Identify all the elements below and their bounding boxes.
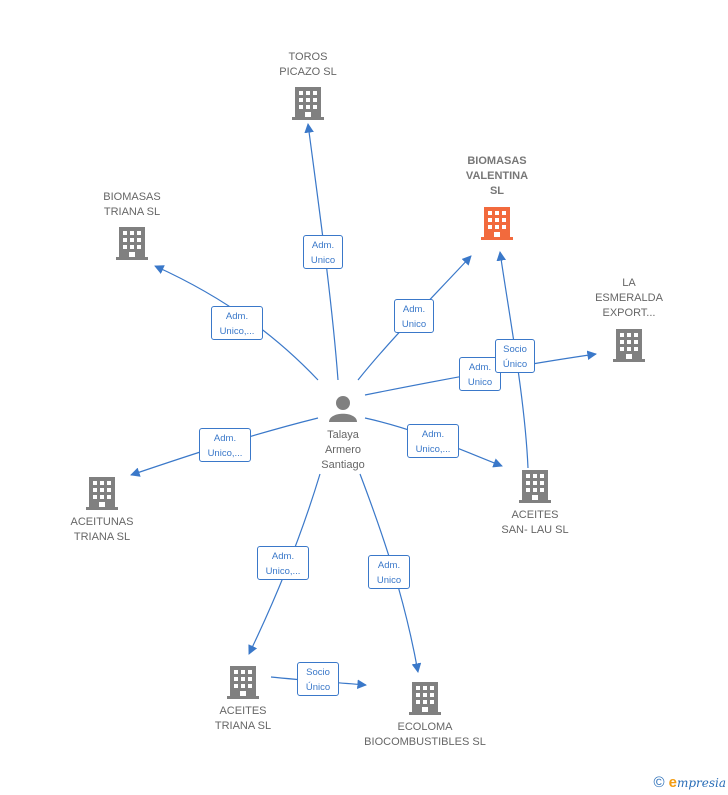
company-label-ecoloma[interactable]: ECOLOMA BIOCOMBUSTIBLES SL: [364, 721, 486, 748]
person-label[interactable]: Talaya Armero Santiago: [321, 429, 365, 471]
company-label-toros[interactable]: TOROS PICAZO SL: [279, 51, 337, 78]
relation-label-r-toros[interactable]: Adm. Unico: [303, 235, 343, 269]
building-icon-la-esmeralda[interactable]: [613, 329, 645, 362]
building-icon-biomasas-triana[interactable]: [116, 227, 148, 260]
company-label-biomasas-triana[interactable]: BIOMASAS TRIANA SL: [103, 191, 161, 218]
building-icon-aceites-triana[interactable]: [227, 666, 259, 699]
relation-label-r-socio-ecoloma[interactable]: Socio Único: [297, 662, 339, 696]
relation-label-r-aceites-san-lau[interactable]: Adm. Unico,...: [407, 424, 459, 458]
relation-label-r-aceitunas-triana[interactable]: Adm. Unico,...: [199, 428, 251, 462]
relation-label-r-la-esmeralda[interactable]: Adm. Unico: [459, 357, 501, 391]
building-icon-aceitunas-triana[interactable]: [86, 477, 118, 510]
relation-label-r-biomasas-triana[interactable]: Adm. Unico,...: [211, 306, 263, 340]
building-icon-toros[interactable]: [292, 87, 324, 120]
company-label-aceitunas-triana[interactable]: ACEITUNAS TRIANA SL: [70, 516, 134, 543]
building-icon-ecoloma[interactable]: [409, 682, 441, 715]
copyright-symbol: ©: [653, 774, 665, 791]
brand-initial: e: [668, 774, 677, 791]
relation-label-r-socio-valentina[interactable]: Socio Único: [495, 339, 535, 373]
edges: [130, 123, 597, 690]
building-icon-biomasas-valentina[interactable]: [481, 207, 513, 240]
company-label-aceites-triana[interactable]: ACEITES TRIANA SL: [214, 705, 272, 732]
person-icon[interactable]: [329, 396, 357, 422]
brand-name: mpresia: [676, 776, 726, 790]
company-label-aceites-san-lau[interactable]: ACEITES SAN- LAU SL: [501, 509, 569, 536]
footer-brand[interactable]: ©empresia: [654, 774, 726, 791]
nodes: [86, 87, 645, 715]
company-label-la-esmeralda[interactable]: LA ESMERALDA EXPORT...: [595, 277, 663, 319]
relation-label-r-biomasas-valentina[interactable]: Adm. Unico: [394, 299, 434, 333]
building-icon-aceites-san-lau[interactable]: [519, 470, 551, 503]
company-label-biomasas-valentina[interactable]: BIOMASAS VALENTINA SL: [465, 155, 529, 197]
relation-label-r-aceites-triana[interactable]: Adm. Unico,...: [257, 546, 309, 580]
relation-label-r-ecoloma[interactable]: Adm. Unico: [368, 555, 410, 589]
